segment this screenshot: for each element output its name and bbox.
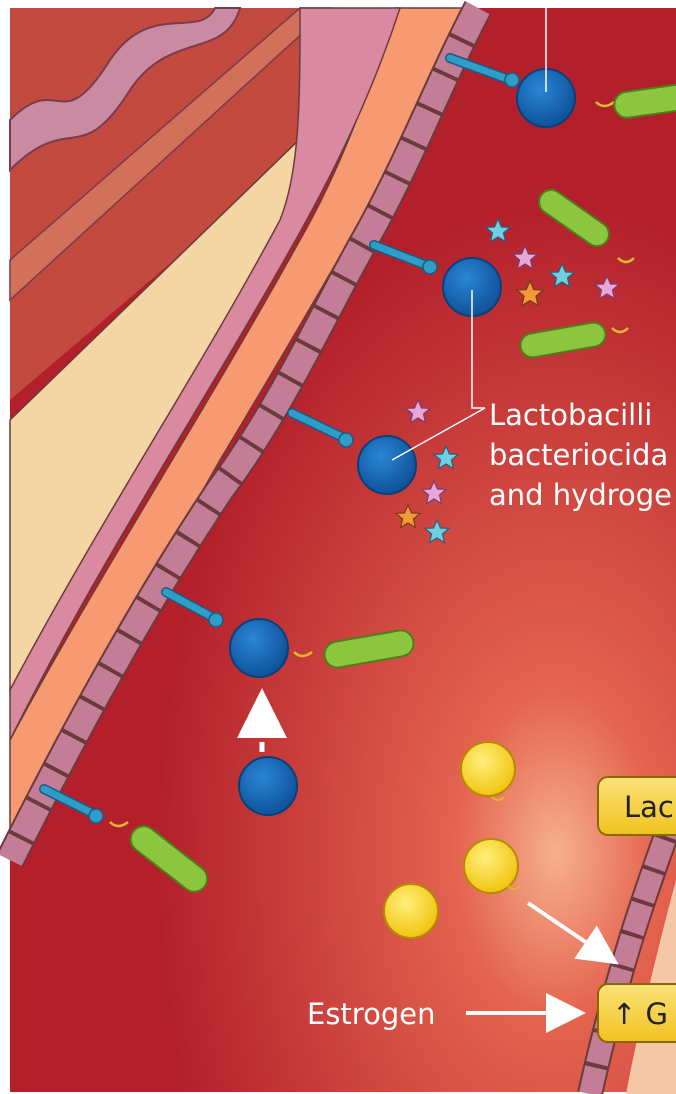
label-lactobacilli-line1: Lactobacilli <box>489 398 652 432</box>
yellow-granule-icon <box>464 839 518 893</box>
yellow-granule-icon <box>461 742 515 796</box>
label-estrogen: Estrogen <box>307 997 435 1031</box>
label-box-upper-text: Lac <box>624 790 674 824</box>
immune-cell-icon <box>230 619 288 677</box>
label-lactobacilli-line3: and hydroge <box>489 478 672 512</box>
label-lactobacilli-line2: bacteriocida <box>489 438 668 472</box>
label-box-lower-text: ↑ G <box>612 997 668 1031</box>
free-immune-cell-icon <box>239 757 297 815</box>
immune-cell-icon <box>358 436 416 494</box>
yellow-granule-icon <box>384 884 438 938</box>
